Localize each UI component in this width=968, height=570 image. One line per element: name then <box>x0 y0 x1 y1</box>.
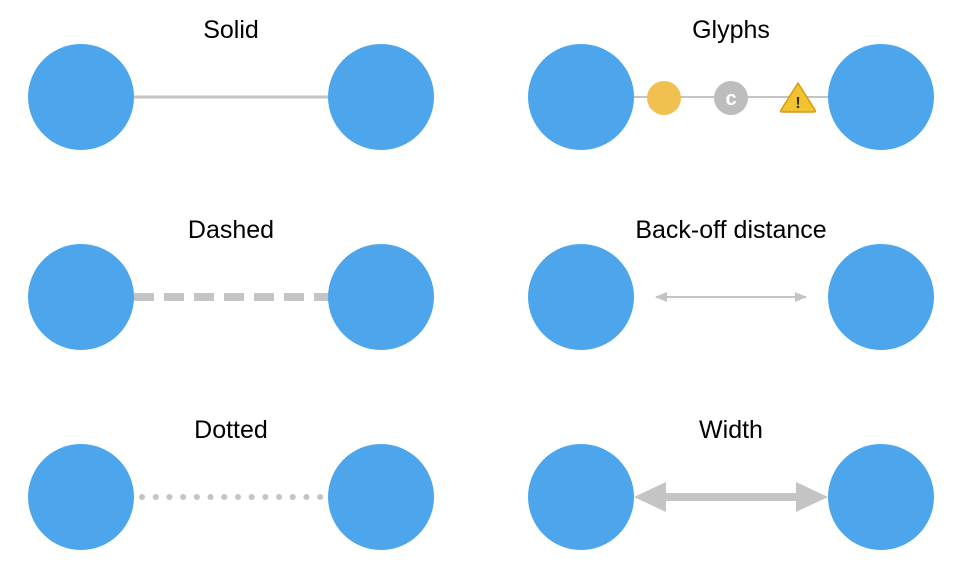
node-width-right <box>828 444 934 550</box>
panel-title-dashed: Dashed <box>187 216 275 244</box>
node-dotted-right <box>328 444 434 550</box>
c-letter-icon: c <box>725 88 736 110</box>
panel-title-backoff: Back-off distance <box>635 216 827 244</box>
node-dashed-left <box>28 244 134 350</box>
warning-mark: ! <box>795 95 800 112</box>
c-letter-circle <box>714 81 748 115</box>
node-glyphs-right <box>828 44 934 150</box>
panel-glyphs: Glyphs <box>511 0 951 170</box>
node-backoff-right <box>828 244 934 350</box>
width-arrowhead-right <box>796 482 828 512</box>
yellow-dot-icon <box>647 81 681 115</box>
node-width-left <box>528 444 634 550</box>
panel-backoff: Back-off distance <box>511 200 951 370</box>
node-backoff-left <box>528 244 634 350</box>
panel-title-solid: Solid <box>203 16 259 44</box>
node-glyphs-left <box>528 44 634 150</box>
panel-dotted: Dotted <box>11 400 451 570</box>
panel-solid: Solid <box>11 0 451 170</box>
width-arrowhead-left <box>634 482 666 512</box>
panel-title-glyphs: Glyphs <box>692 16 770 44</box>
warning-triangle-icon: ! <box>779 82 817 113</box>
panel-title-dotted: Dotted <box>194 416 268 444</box>
panel-width: Width <box>511 400 951 570</box>
panel-dashed: Dashed <box>11 200 451 370</box>
node-dotted-left <box>28 444 134 550</box>
node-dashed-right <box>328 244 434 350</box>
panel-title-width: Width <box>699 416 763 444</box>
node-solid-left <box>28 44 134 150</box>
node-solid-right <box>328 44 434 150</box>
